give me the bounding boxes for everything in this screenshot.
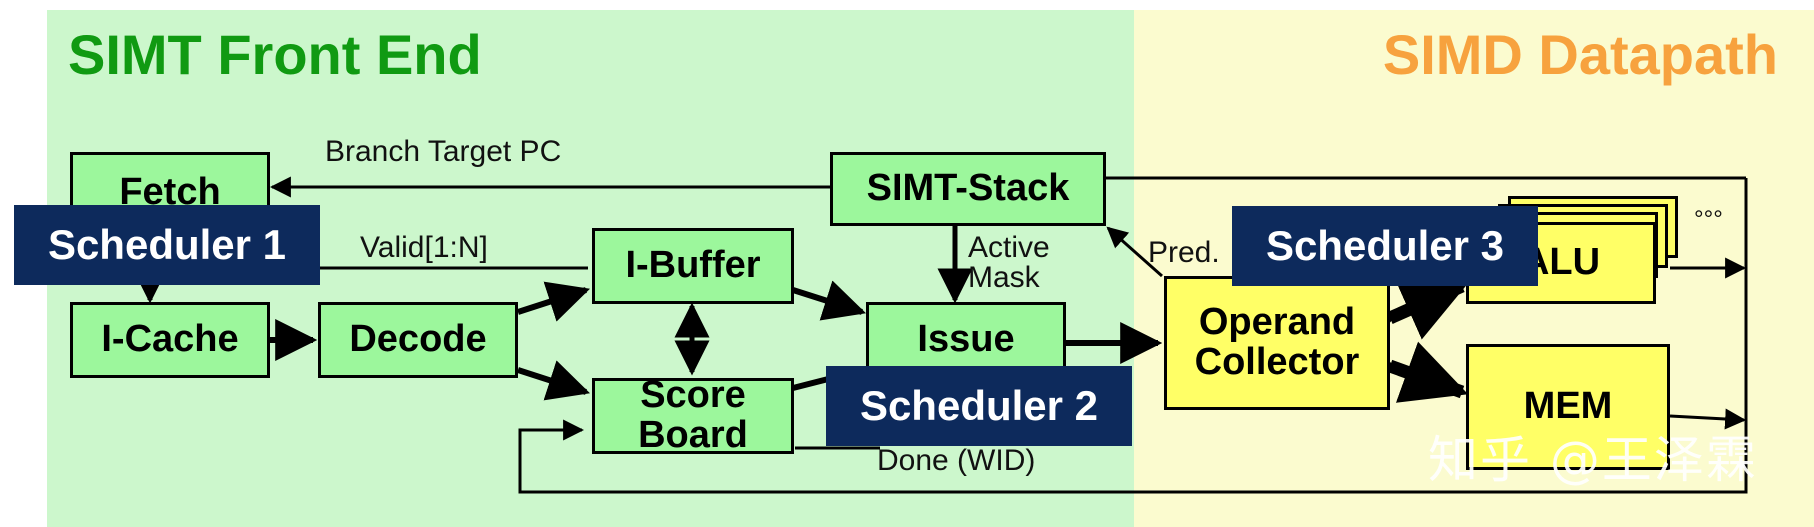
wire-operand-mem: [1323, 315, 1469, 403]
simt-stack-block: SIMT-Stack: [830, 152, 1106, 226]
scheduler-2-badge: Scheduler 2: [826, 366, 1132, 446]
active-mask-label: Active Mask: [968, 231, 1050, 294]
scoreboard-block: Score Board: [592, 374, 794, 456]
front-end-title: SIMT Front End: [68, 23, 482, 86]
issue-block: Issue: [866, 302, 1066, 378]
wire-operand-alu: [1323, 280, 1468, 372]
wire-mem-bus: [1669, 408, 1747, 430]
datapath-title: SIMD Datapath: [1382, 23, 1778, 86]
wire-pred: [1106, 226, 1163, 278]
done-wid-label: Done (WID): [877, 444, 1036, 477]
operand-collector-block: Operand Collector: [1164, 276, 1390, 410]
valid-label: Valid[1:N]: [360, 231, 488, 264]
scheduler-1-badge: Scheduler 1: [14, 205, 320, 285]
scheduler-3-badge: Scheduler 3: [1232, 206, 1538, 286]
ibuffer-block: I-Buffer: [592, 228, 794, 304]
scoreboard-label: Score Board: [638, 374, 748, 456]
watermark: 知乎 @王泽霖: [1428, 431, 1758, 489]
branch-target-label: Branch Target PC: [325, 135, 562, 168]
operand-collector-label: Operand Collector: [1194, 301, 1360, 383]
pred-label: Pred.: [1148, 236, 1220, 269]
decode-block: Decode: [318, 302, 518, 378]
icache-block: I-Cache: [70, 302, 270, 378]
mem-block: MEM: [1466, 344, 1670, 470]
wire-decode-ibuffer: [517, 281, 590, 322]
wire-decode-scoreboard: [517, 360, 590, 401]
wire-ibuffer-issue: [792, 280, 867, 321]
wire-done-loop: [518, 178, 1748, 494]
alu-ellipsis: °°°: [1694, 206, 1723, 233]
